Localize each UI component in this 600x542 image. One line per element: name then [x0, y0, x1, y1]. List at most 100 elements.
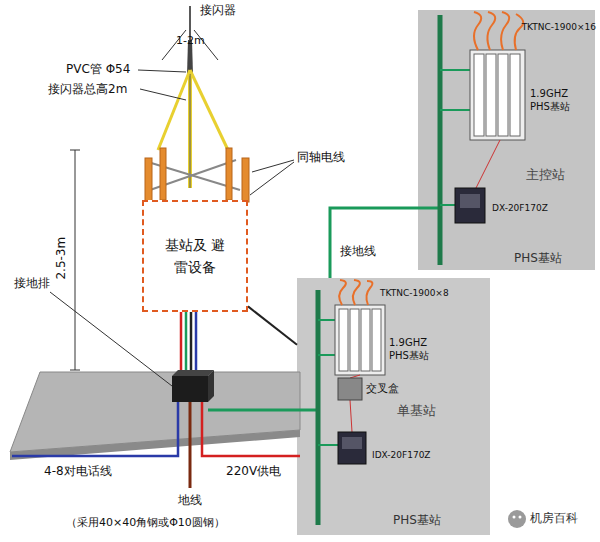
- label-text: IDX-20F170Z: [372, 450, 431, 461]
- rect-shape: [160, 148, 166, 200]
- rect-shape: [226, 148, 232, 200]
- polygon-shape: [208, 370, 214, 402]
- rect-shape: [361, 309, 370, 371]
- rect-shape: [242, 158, 249, 202]
- rect-shape: [338, 378, 362, 400]
- equipment-box: 基站及 避雷设备: [142, 200, 248, 312]
- single-panel: [297, 278, 490, 535]
- node-text: 1.9GHZ PHS基站: [389, 336, 437, 362]
- node-text: PHS基站: [514, 250, 562, 267]
- label-text: （采用40×40角钢或Φ10圆钢）: [66, 516, 225, 529]
- label-text: 4-8对电话线: [44, 464, 112, 478]
- rect-shape: [335, 305, 385, 375]
- rect-shape: [342, 437, 362, 449]
- line-shape: [195, 312, 198, 376]
- line-shape: [180, 312, 183, 376]
- line-shape: [189, 402, 192, 488]
- path-shape: [501, 12, 509, 50]
- line-shape: [188, 75, 192, 188]
- rect-shape: [339, 309, 348, 371]
- orange-posts: [145, 148, 249, 202]
- line-shape: [250, 162, 294, 195]
- line-shape: [138, 70, 186, 72]
- label-text: TKTNC-1900×8: [380, 288, 449, 299]
- label-text: 1-2m: [176, 34, 205, 47]
- circle-shape: [513, 516, 516, 519]
- line-shape: [70, 370, 80, 371]
- circle-shape: [508, 510, 526, 528]
- top-station: [440, 12, 525, 265]
- rect-shape: [455, 188, 485, 223]
- g-shape: [339, 309, 381, 371]
- path-shape: [366, 281, 372, 305]
- line-shape: [190, 312, 193, 376]
- line-shape: [158, 70, 190, 150]
- line-shape: [252, 160, 294, 172]
- line-shape: [190, 70, 228, 150]
- polyline-shape: [208, 409, 318, 412]
- ground-block: [172, 370, 214, 402]
- line-shape: [318, 444, 338, 446]
- line-shape: [70, 150, 80, 151]
- node-text: 基站及 避雷设备: [164, 234, 226, 279]
- node-text: 主控站: [526, 166, 565, 184]
- node-text: 1.9GHZ PHS基站: [530, 87, 578, 113]
- line-shape: [418, 207, 440, 210]
- g-shape: [474, 54, 520, 136]
- line-shape: [440, 69, 470, 71]
- line-shape: [476, 140, 500, 188]
- line-shape: [350, 400, 352, 432]
- circle-shape: [519, 516, 522, 519]
- label-text: 接闪器: [200, 3, 236, 17]
- connector-line: [330, 208, 418, 278]
- leader-lines: [50, 70, 294, 386]
- line-shape: [316, 290, 321, 525]
- phs-unit: 1.9GHZ PHS基站: [468, 45, 590, 145]
- label-text: 接地排: [14, 276, 50, 290]
- path-shape: [353, 280, 360, 305]
- line-shape: [440, 109, 470, 111]
- single-station-panel: 单基站 PHS基站 1.9GHZ PHS基站交叉盒: [297, 278, 490, 535]
- phs-unit: 1.9GHZ PHS基站: [335, 300, 450, 380]
- line-shape: [318, 354, 335, 356]
- path-shape: [474, 12, 481, 50]
- node-text: 交叉盒: [366, 381, 399, 396]
- label-text: 接闪器总高2m: [48, 82, 127, 96]
- rect-shape: [498, 54, 508, 136]
- line-shape: [438, 15, 443, 265]
- line-shape: [75, 150, 76, 370]
- node-text: PHS基站: [393, 512, 441, 529]
- label-text: 地线: [178, 493, 202, 507]
- g-shape: [474, 12, 523, 50]
- connector-line: [248, 306, 297, 344]
- rect-shape: [460, 194, 480, 208]
- polygon-shape: [172, 370, 214, 376]
- control-station-panel: 主控站 PHS基站 1.9GHZ PHS基站: [418, 10, 595, 271]
- node-text: 单基站: [397, 402, 436, 420]
- rect-shape: [474, 54, 484, 136]
- rect-shape: [350, 309, 359, 371]
- label-text: DX-20F170Z: [492, 203, 548, 214]
- control-panel: [418, 10, 595, 270]
- rect-shape: [172, 376, 208, 402]
- cross-box: 交叉盒: [336, 376, 410, 402]
- rect-shape: [470, 50, 525, 140]
- path-shape: [487, 12, 495, 50]
- line-shape: [440, 204, 455, 206]
- rect-shape: [372, 309, 381, 371]
- label-text: 220V供电: [226, 464, 281, 478]
- line-shape: [140, 89, 186, 100]
- label-text: 2.5-3m: [54, 237, 68, 280]
- rect-shape: [486, 54, 496, 136]
- rect-shape: [510, 54, 520, 136]
- edge-label: 接地线: [338, 244, 378, 258]
- label-text: PVC管 Φ54: [66, 62, 130, 76]
- line-shape: [318, 319, 335, 321]
- g-shape: [339, 280, 372, 305]
- line-shape: [185, 312, 188, 376]
- label-text: TKTNC-1900×16: [522, 22, 596, 33]
